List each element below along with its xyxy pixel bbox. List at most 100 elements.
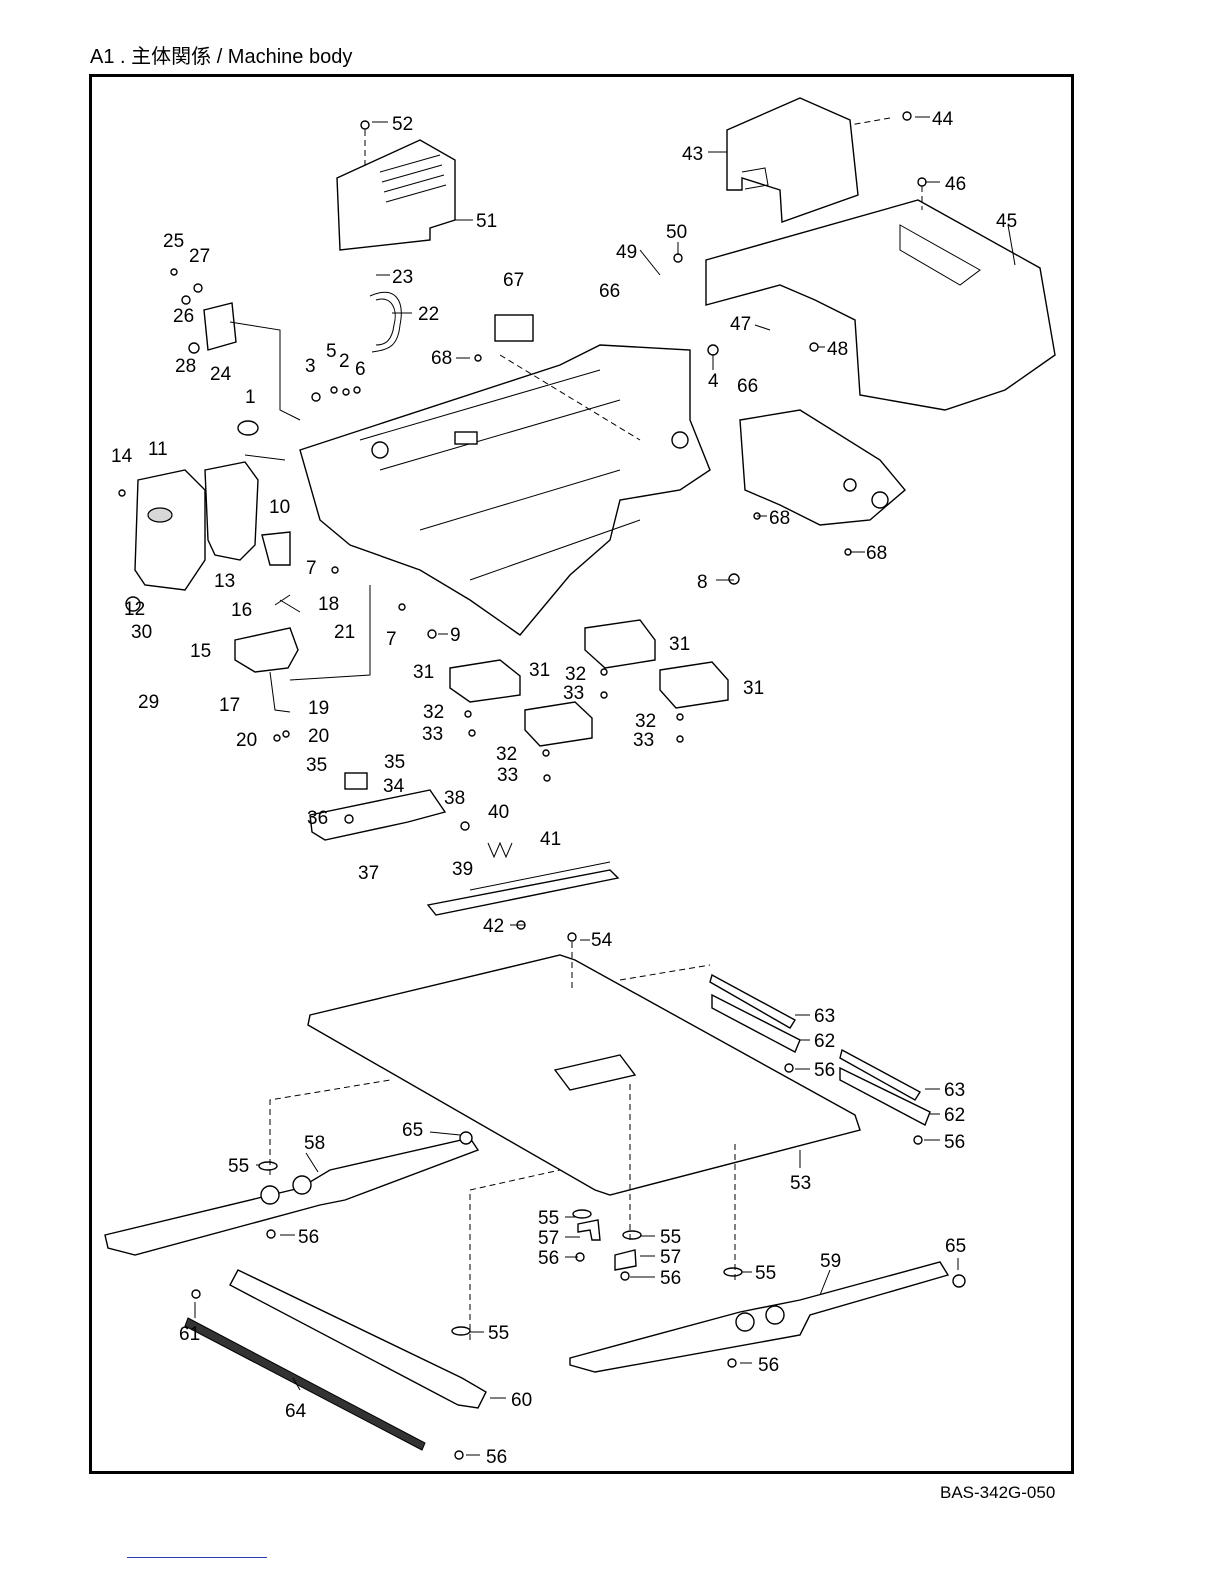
- callout-12: 12: [124, 599, 145, 620]
- callout-55d: 55: [755, 1263, 776, 1284]
- leader-lines: [194, 116, 1016, 1456]
- callout-33c: 33: [633, 730, 654, 751]
- callout-36: 36: [307, 808, 328, 829]
- callout-65b: 65: [945, 1236, 966, 1257]
- top-cover-51: [336, 139, 456, 251]
- bracket-57: [577, 1219, 637, 1271]
- gasket-13: [204, 461, 259, 561]
- callout-31d: 31: [743, 678, 764, 699]
- callout-56f: 56: [758, 1355, 779, 1376]
- callout-33b: 33: [422, 724, 443, 745]
- callout-29: 29: [138, 692, 159, 713]
- callout-46: 46: [945, 174, 966, 195]
- handle-22: [369, 291, 402, 353]
- callout-31a: 31: [669, 634, 690, 655]
- callout-11: 11: [148, 439, 168, 460]
- callout-33d: 33: [497, 765, 518, 786]
- callout-39: 39: [452, 859, 473, 880]
- callout-7b: 7: [386, 629, 397, 650]
- callout-34: 34: [383, 776, 405, 797]
- footer-link-underline[interactable]: [127, 1557, 267, 1558]
- bar-64: [184, 1317, 426, 1451]
- callout-6: 6: [355, 359, 366, 380]
- callout-64: 64: [285, 1401, 307, 1422]
- lever-37: [309, 789, 447, 841]
- callout-44: 44: [932, 109, 954, 130]
- callout-57b: 57: [660, 1247, 681, 1268]
- callout-60: 60: [511, 1390, 532, 1411]
- callout-56a: 56: [814, 1060, 835, 1081]
- callout-48: 48: [827, 339, 848, 360]
- callout-56e: 56: [660, 1268, 681, 1289]
- callout-63b: 63: [944, 1080, 965, 1101]
- label-plate-67: [494, 314, 534, 342]
- callout-25: 25: [163, 231, 184, 252]
- callout-37: 37: [358, 863, 379, 884]
- callout-58: 58: [304, 1133, 325, 1154]
- callout-24: 24: [210, 364, 232, 385]
- callout-55e: 55: [488, 1323, 509, 1344]
- callout-9: 9: [450, 625, 461, 646]
- callout-1: 1: [245, 387, 256, 408]
- plate-41: [426, 861, 620, 916]
- rear-cover-43: [726, 97, 859, 223]
- callout-50: 50: [666, 222, 687, 243]
- callout-32d: 32: [496, 744, 517, 765]
- bracket-10: [261, 531, 291, 566]
- rail-59: [569, 1261, 950, 1373]
- callout-32c: 32: [635, 711, 656, 732]
- assembly-lines: [229, 117, 923, 1340]
- callout-2: 2: [339, 351, 350, 372]
- callout-33a: 33: [563, 683, 584, 704]
- callout-31b: 31: [413, 662, 434, 683]
- callout-51: 51: [476, 211, 497, 232]
- callout-27: 27: [189, 246, 210, 267]
- rail-58: [104, 1137, 480, 1256]
- callout-17: 17: [219, 695, 240, 716]
- callout-55c: 55: [660, 1227, 681, 1248]
- table-plate-53: [307, 954, 861, 1196]
- callout-57a: 57: [538, 1228, 559, 1249]
- rubber-cushion-31: [449, 619, 729, 747]
- callout-20b: 20: [308, 726, 329, 747]
- callout-56d: 56: [538, 1248, 559, 1269]
- guard-15: [234, 594, 301, 713]
- callout-66a: 66: [599, 281, 620, 302]
- callout-19: 19: [308, 698, 329, 719]
- callout-38: 38: [444, 788, 465, 809]
- diagram-frame: [89, 74, 1074, 1474]
- callout-35b: 35: [384, 752, 405, 773]
- callout-56g: 56: [486, 1447, 507, 1468]
- callout-52: 52: [392, 114, 413, 135]
- callout-22: 22: [418, 304, 439, 325]
- callout-53: 53: [790, 1173, 811, 1194]
- callout-43: 43: [682, 144, 703, 165]
- callout-42: 42: [483, 916, 504, 937]
- rail-60: [229, 1269, 487, 1409]
- callout-28: 28: [175, 356, 196, 377]
- bracket-62-63: [709, 973, 931, 1126]
- callout-62a: 62: [814, 1031, 835, 1052]
- callout-68c: 68: [866, 543, 887, 564]
- callout-45: 45: [996, 211, 1017, 232]
- callout-49: 49: [616, 242, 637, 263]
- callout-18: 18: [318, 594, 339, 615]
- callout-68b: 68: [769, 508, 790, 529]
- callout-62b: 62: [944, 1105, 965, 1126]
- callout-4: 4: [708, 371, 719, 392]
- callout-23: 23: [392, 267, 413, 288]
- callout-65a: 65: [402, 1120, 423, 1141]
- callout-15: 15: [190, 641, 211, 662]
- spring-40: [487, 841, 513, 859]
- callout-30: 30: [131, 622, 152, 643]
- callout-55b: 55: [538, 1208, 559, 1229]
- callout-3: 3: [305, 356, 316, 377]
- callout-68a: 68: [431, 348, 452, 369]
- top-cover-45: [705, 199, 1056, 411]
- callout-31c: 31: [529, 660, 550, 681]
- drawing-number: BAS-342G-050: [940, 1483, 1056, 1502]
- callout-54: 54: [591, 930, 613, 951]
- callout-35a: 35: [306, 755, 327, 776]
- small-hardware: [118, 111, 966, 1460]
